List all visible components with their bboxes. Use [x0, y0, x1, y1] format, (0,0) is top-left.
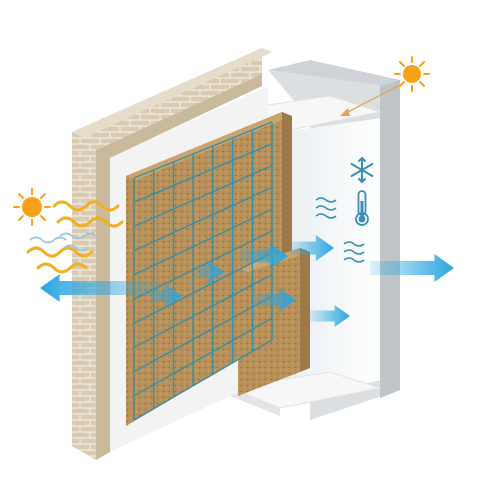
airflow-arrow: [254, 288, 296, 312]
brick-wall: [72, 48, 272, 460]
mesh-line-horizontal: [133, 317, 273, 397]
airflow-arrow: [310, 305, 350, 327]
cold-wave-icon: [29, 232, 97, 252]
mesh-line-horizontal: [133, 186, 273, 252]
airflow-arrow: [290, 235, 334, 261]
airflow-arrow-left: [40, 274, 160, 302]
airflow-arrow: [150, 284, 182, 308]
airflow-arrows: [40, 235, 454, 327]
interior-wave-lines: [315, 197, 365, 263]
mesh-line-horizontal: [133, 164, 273, 228]
mesh-line-horizontal: [133, 143, 273, 203]
sun-icon-left: [13, 188, 51, 226]
mesh-line-horizontal: [133, 121, 273, 179]
thermometer-icon: [355, 190, 369, 226]
airflow-arrow-right: [370, 254, 454, 282]
mesh-line-horizontal: [133, 273, 273, 349]
airflow-arrow: [196, 260, 224, 284]
heat-wave-icon: [26, 200, 124, 274]
mesh-line-horizontal: [133, 295, 273, 373]
sun-ray-line: [343, 85, 399, 115]
mesh-line-horizontal: [133, 252, 273, 324]
mesh-line-horizontal: [133, 208, 273, 276]
snowflake-icon: [350, 156, 374, 184]
sun-ray-arrowhead: [340, 108, 350, 116]
airflow-arrow: [240, 243, 288, 269]
mesh-line-horizontal: [133, 339, 273, 421]
sun-icon-right: [394, 56, 430, 92]
